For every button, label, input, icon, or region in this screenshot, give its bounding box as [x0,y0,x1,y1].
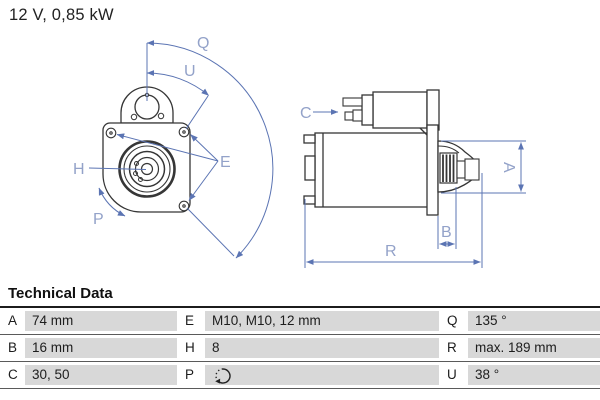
front-view-dimensions [88,40,274,259]
starter-motor-technical-drawing: Q U E H P [73,35,526,268]
dim-label-a: A [500,162,517,173]
front-view-drawing: Q U E H P [73,35,274,259]
param-value: 8 [205,338,439,358]
param-key: A [0,311,25,331]
dim-label-u: U [184,63,196,80]
param-value: 16 mm [25,338,177,358]
param-key: H [177,338,205,358]
param-key: E [177,311,205,331]
param-value: max. 189 mm [468,338,600,358]
mounting-flange [426,124,439,216]
param-value: 135 ° [468,311,600,331]
table-row: C 30, 50 P U 38 ° [0,362,600,389]
technical-data-section: Technical Data A 74 mm E M10, M10, 12 mm… [0,283,600,389]
dim-label-q: Q [197,35,209,52]
table-row: A 74 mm E M10, M10, 12 mm Q 135 ° [0,308,600,335]
param-value: 30, 50 [25,365,177,385]
rotation-clockwise-icon [215,368,231,384]
side-view-dimensions [304,109,526,268]
dim-label-c: C [300,105,312,122]
param-value: 38 ° [468,365,600,385]
section-heading: Technical Data [8,285,113,302]
dim-label-r: R [385,243,397,260]
param-key: P [177,365,205,385]
technical-data-table: A 74 mm E M10, M10, 12 mm Q 135 ° B 16 m… [0,306,600,389]
dim-label-h: H [73,161,85,178]
dim-label-e: E [220,154,231,171]
param-key: C [0,365,25,385]
terminal-stud [344,111,354,121]
dim-label-b: B [441,224,452,241]
bracket-small-hole [130,113,138,121]
bracket-small-hole [157,112,165,120]
dim-label-p: P [93,211,104,228]
table-row: B 16 mm H 8 R max. 189 mm [0,335,600,362]
param-value-icon [205,365,439,385]
page-title: 12 V, 0,85 kW [9,6,114,24]
param-value: M10, M10, 12 mm [205,311,439,331]
param-key: U [439,365,468,385]
param-key: B [0,338,25,358]
param-key: Q [439,311,468,331]
flange-outline [102,122,191,213]
side-view-drawing: C A B R [300,89,526,268]
terminal-stud [342,97,363,107]
param-key: R [439,338,468,358]
solenoid-body [372,91,428,129]
param-value: 74 mm [25,311,177,331]
motor-body [314,132,438,208]
